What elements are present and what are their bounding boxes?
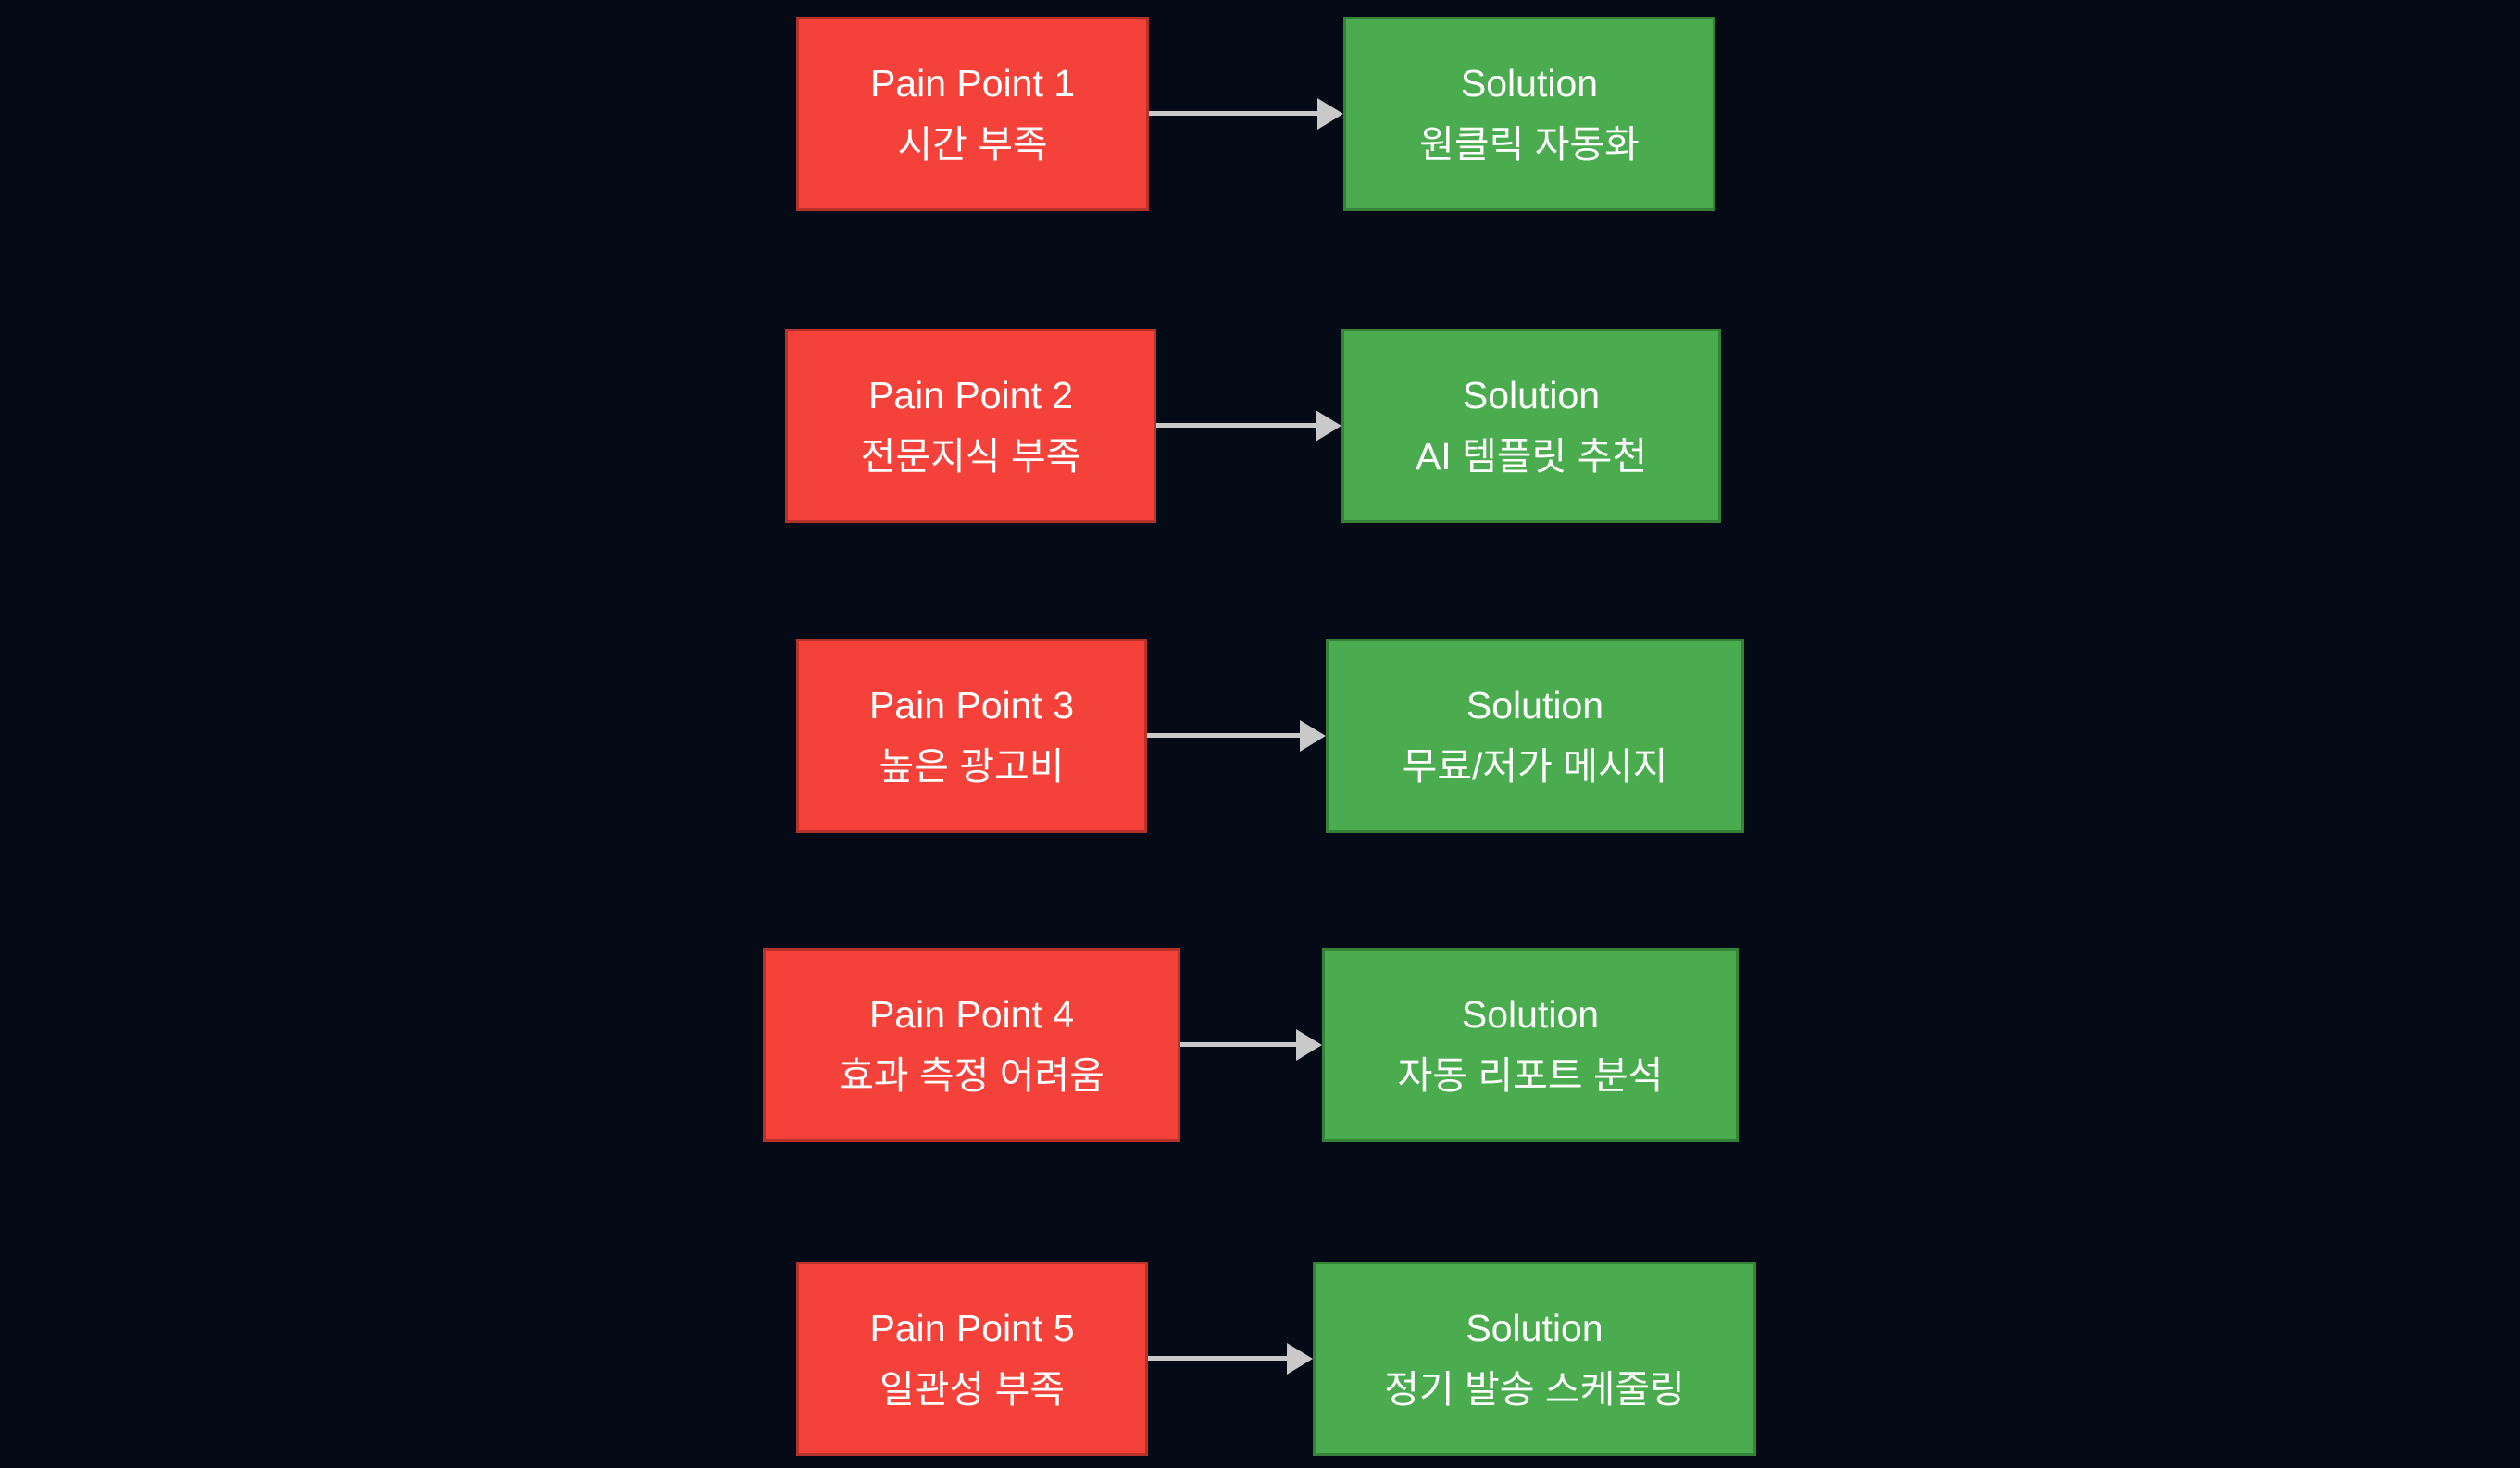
pain-point-3-subtitle: 높은 광고비 (879, 745, 1065, 788)
pain-point-3-title: Pain Point 3 (868, 684, 1075, 727)
pain-point-4-subtitle: 효과 측정 어려움 (839, 1054, 1104, 1097)
solution-5-box: Solution 정기 발송 스케줄링 (1313, 1262, 1756, 1456)
solution-1-subtitle: 원클릭 자동화 (1419, 123, 1640, 166)
arrow-line (1180, 1042, 1302, 1047)
arrow-head-icon (1300, 720, 1326, 752)
pain-point-5-box: Pain Point 5 일관성 부족 (796, 1262, 1148, 1456)
pain-point-1-title: Pain Point 1 (869, 62, 1076, 105)
arrow-head-icon (1287, 1343, 1313, 1375)
arrow-connector-2 (1156, 410, 1341, 442)
solution-3-subtitle: 무료/저가 메시지 (1402, 745, 1668, 788)
pain-point-2-subtitle: 전문지식 부족 (860, 435, 1081, 478)
solution-3-box: Solution 무료/저가 메시지 (1326, 639, 1744, 833)
pain-point-5-title: Pain Point 5 (869, 1307, 1075, 1350)
arrow-line (1149, 111, 1323, 116)
arrow-head-icon (1316, 410, 1341, 442)
pain-point-2-title: Pain Point 2 (867, 374, 1074, 417)
pain-point-3-box: Pain Point 3 높은 광고비 (796, 639, 1147, 833)
pain-point-1-box: Pain Point 1 시간 부족 (796, 17, 1149, 211)
arrow-line (1148, 1356, 1292, 1361)
arrow-connector-3 (1147, 720, 1326, 752)
arrow-head-icon (1296, 1029, 1322, 1061)
solution-5-title: Solution (1466, 1307, 1603, 1350)
arrow-connector-5 (1148, 1343, 1313, 1375)
solution-5-subtitle: 정기 발송 스케줄링 (1384, 1368, 1685, 1411)
arrow-connector-1 (1149, 98, 1343, 130)
arrow-line (1156, 423, 1321, 428)
arrow-line (1147, 733, 1305, 738)
solution-1-box: Solution 원클릭 자동화 (1343, 17, 1715, 211)
solution-4-title: Solution (1461, 993, 1600, 1036)
solution-2-subtitle: AI 템플릿 추천 (1415, 435, 1648, 478)
pain-point-2-box: Pain Point 2 전문지식 부족 (785, 329, 1156, 523)
solution-3-title: Solution (1466, 684, 1604, 727)
arrow-head-icon (1317, 98, 1343, 130)
pain-point-4-box: Pain Point 4 효과 측정 어려움 (763, 948, 1180, 1142)
solution-1-title: Solution (1460, 62, 1599, 105)
arrow-connector-4 (1180, 1029, 1322, 1061)
solution-2-box: Solution AI 템플릿 추천 (1341, 329, 1721, 523)
pain-point-4-title: Pain Point 4 (868, 993, 1075, 1036)
pain-point-5-subtitle: 일관성 부족 (880, 1368, 1065, 1411)
solution-4-box: Solution 자동 리포트 분석 (1322, 948, 1739, 1142)
solution-2-title: Solution (1462, 374, 1601, 417)
solution-4-subtitle: 자동 리포트 분석 (1397, 1054, 1664, 1097)
pain-point-1-subtitle: 시간 부족 (897, 123, 1048, 166)
